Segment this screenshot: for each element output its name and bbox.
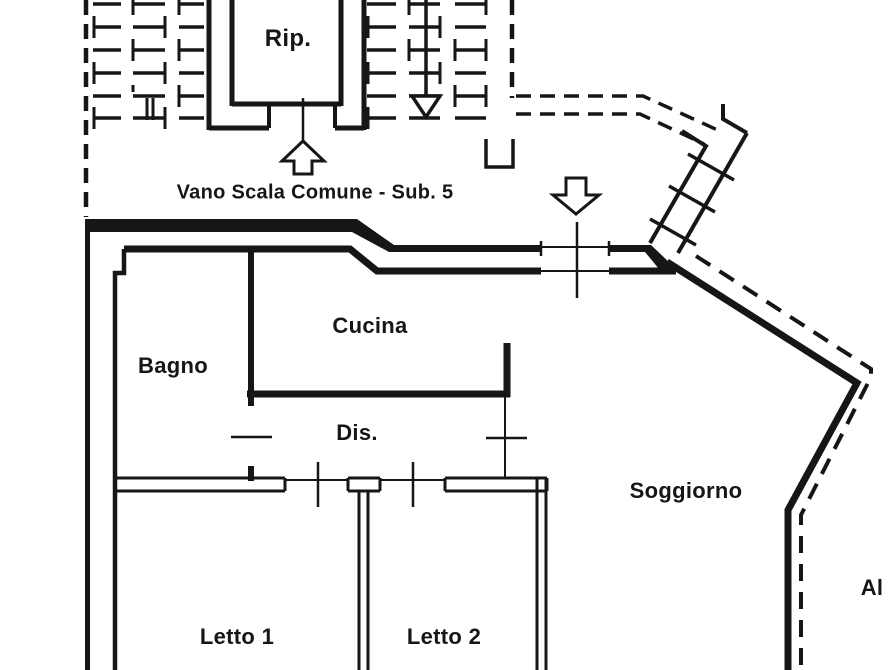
room-label-cucina: Cucina xyxy=(332,313,408,338)
rip-closet-walls xyxy=(206,0,367,131)
room-label-letto1: Letto 1 xyxy=(199,624,275,649)
stairwell-note-label: Vano Scala Comune - Sub. 5 xyxy=(176,181,454,204)
entrance-arrow-icon xyxy=(548,176,604,216)
external-stair-ladder xyxy=(648,104,749,254)
room-label-soggiorno: Soggiorno xyxy=(629,478,743,503)
stair-break-icon xyxy=(145,98,155,120)
room-label-dis: Dis. xyxy=(336,420,378,445)
interior-walls xyxy=(112,245,676,670)
room-label-rip: Rip. xyxy=(264,25,312,52)
boundary-dashed-lines xyxy=(83,0,873,670)
down-arrow-icon xyxy=(408,0,444,121)
stair-treads-left xyxy=(92,0,204,129)
landing-corner xyxy=(484,139,515,169)
up-arrow-icon xyxy=(278,138,328,176)
exterior-walls xyxy=(85,219,862,670)
room-label-bagno: Bagno xyxy=(138,353,208,378)
door-ticks xyxy=(231,435,527,507)
room-label-letto2: Letto 2 xyxy=(406,624,482,649)
adjacent-area-label: Al xyxy=(860,575,884,600)
